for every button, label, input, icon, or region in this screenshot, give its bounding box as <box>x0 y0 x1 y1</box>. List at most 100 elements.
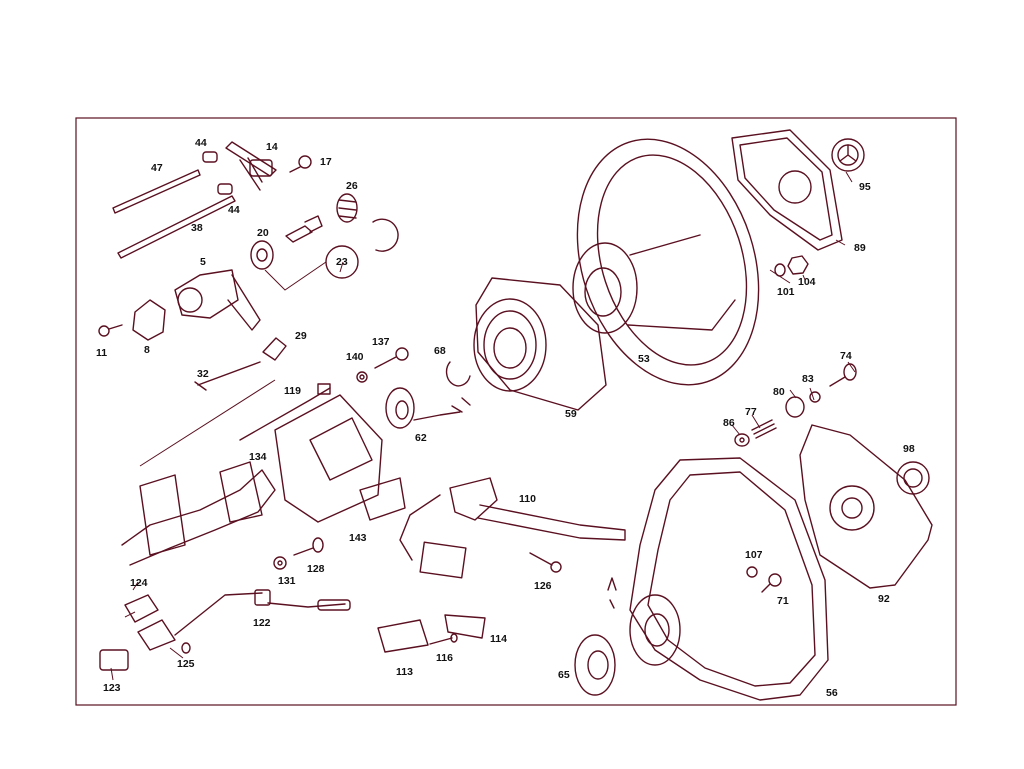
connector-122-plug[interactable] <box>137 619 176 651</box>
steering-column[interactable] <box>121 461 276 566</box>
label-32: 32 <box>197 368 209 380</box>
sleeve-44-bottom[interactable] <box>217 183 233 195</box>
label-80: 80 <box>773 386 785 398</box>
label-68: 68 <box>434 345 446 357</box>
screw-126[interactable] <box>529 552 562 573</box>
label-38: 38 <box>191 222 203 234</box>
clip-23-ring[interactable] <box>372 218 399 252</box>
pad-89[interactable] <box>731 129 843 251</box>
spring-77[interactable] <box>751 419 777 439</box>
label-104: 104 <box>798 276 816 288</box>
connector-110[interactable] <box>419 541 467 579</box>
label-143: 143 <box>349 532 367 544</box>
screw-137[interactable] <box>374 347 409 369</box>
lock-housing-5[interactable] <box>174 269 261 331</box>
label-124: 124 <box>130 577 148 589</box>
cap-8[interactable] <box>132 299 166 341</box>
label-77: 77 <box>745 406 757 418</box>
shroud-134[interactable] <box>274 394 383 523</box>
airbag-59[interactable] <box>473 277 607 411</box>
cylinder-20[interactable] <box>250 240 274 270</box>
rod-38[interactable] <box>117 195 236 259</box>
wire-119[interactable] <box>239 383 331 441</box>
label-5: 5 <box>200 256 206 268</box>
connector-113[interactable] <box>377 619 429 653</box>
connector-114[interactable] <box>444 614 486 639</box>
label-116: 116 <box>436 652 453 664</box>
label-83: 83 <box>802 373 814 385</box>
label-62: 62 <box>415 432 427 444</box>
label-98: 98 <box>903 443 915 455</box>
nut-104[interactable] <box>787 255 809 275</box>
label-126: 126 <box>534 580 552 592</box>
key-23[interactable] <box>285 215 323 243</box>
label-11: 11 <box>96 347 107 359</box>
label-107: 107 <box>745 549 763 561</box>
label-114: 114 <box>490 633 507 645</box>
label-74: 74 <box>840 350 852 362</box>
connector-124[interactable] <box>124 594 159 623</box>
label-23: 23 <box>336 256 348 268</box>
leader-lines <box>110 171 856 681</box>
label-131: 131 <box>278 575 296 587</box>
label-119: 119 <box>284 385 301 397</box>
bushing-80[interactable] <box>785 396 805 418</box>
label-59: 59 <box>565 408 577 420</box>
clip-68[interactable] <box>445 361 471 387</box>
label-95: 95 <box>859 181 871 193</box>
label-123: 123 <box>103 682 121 694</box>
label-71: 71 <box>777 595 789 607</box>
label-56: 56 <box>826 687 838 699</box>
label-29: 29 <box>295 330 307 342</box>
label-137: 137 <box>372 336 390 348</box>
cover-143[interactable] <box>359 477 406 521</box>
bolt-32[interactable] <box>194 361 261 391</box>
bolt-71[interactable] <box>761 573 782 593</box>
label-14: 14 <box>266 141 278 153</box>
spring-26[interactable] <box>336 193 358 223</box>
screw-11[interactable] <box>98 324 123 337</box>
label-65: 65 <box>558 669 570 681</box>
label-8: 8 <box>144 344 150 356</box>
label-140: 140 <box>346 351 364 363</box>
screw-128[interactable] <box>293 537 324 556</box>
sleeve-44-top[interactable] <box>202 151 218 163</box>
lever-14[interactable] <box>225 141 277 191</box>
diagram-frame <box>75 117 957 706</box>
label-122: 122 <box>253 617 271 629</box>
steering-wheel-53[interactable] <box>547 116 788 409</box>
steering-wheel-56[interactable] <box>629 457 829 701</box>
washer-140[interactable] <box>356 371 368 383</box>
label-110: 110 <box>519 493 536 505</box>
bulb-125[interactable] <box>181 642 191 654</box>
label-44-bottom: 44 <box>228 204 240 216</box>
switch-122[interactable] <box>174 589 351 636</box>
screw-17[interactable] <box>289 155 312 173</box>
label-47: 47 <box>151 162 163 174</box>
label-128: 128 <box>307 563 325 575</box>
label-44-top: 44 <box>195 137 207 149</box>
label-26: 26 <box>346 180 358 192</box>
bolt-107[interactable] <box>746 566 758 578</box>
cover-92[interactable] <box>799 424 933 589</box>
washer-86[interactable] <box>734 433 750 447</box>
rod-47[interactable] <box>112 169 201 214</box>
label-53: 53 <box>638 353 650 365</box>
washer-131[interactable] <box>273 556 287 570</box>
pin-116[interactable] <box>429 633 458 645</box>
bracket-29[interactable] <box>262 337 287 361</box>
washer-83[interactable] <box>809 391 821 403</box>
label-125: 125 <box>177 658 195 670</box>
hub-65[interactable] <box>574 577 617 696</box>
switch-110[interactable] <box>399 477 626 561</box>
ring-62[interactable] <box>385 387 471 429</box>
label-20: 20 <box>257 227 269 239</box>
emblem-95[interactable] <box>831 138 865 172</box>
label-101: 101 <box>777 286 795 298</box>
label-113: 113 <box>396 666 413 678</box>
connector-123[interactable] <box>99 649 129 671</box>
label-134: 134 <box>249 451 267 463</box>
label-89: 89 <box>854 242 866 254</box>
emblem-98[interactable] <box>896 461 930 495</box>
